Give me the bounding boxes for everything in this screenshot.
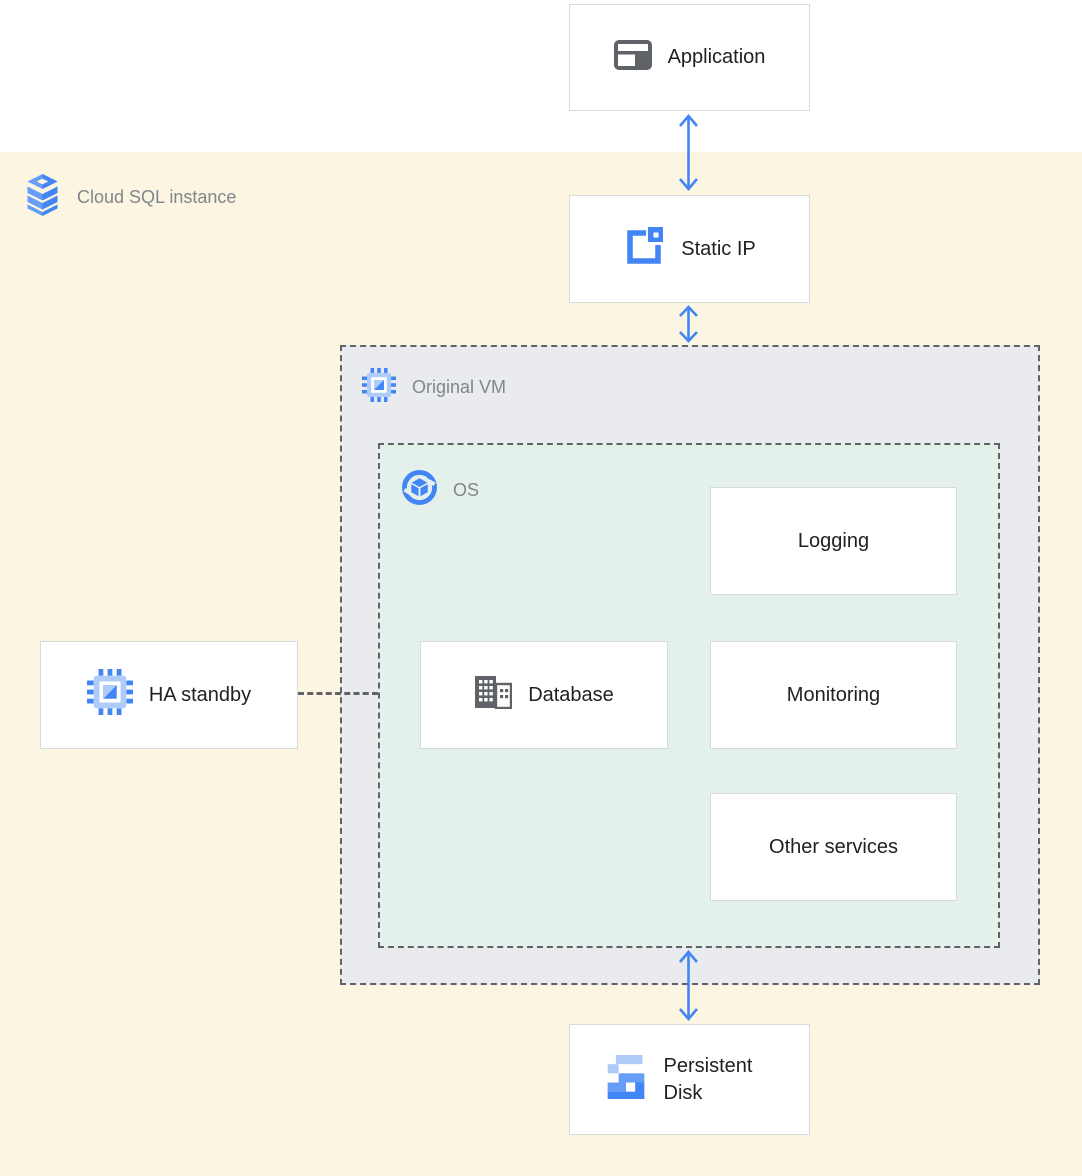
original-vm-label: Original VM bbox=[362, 368, 506, 407]
node-monitoring-label: Monitoring bbox=[786, 683, 881, 706]
top-white-band bbox=[0, 0, 1082, 152]
cloud-sql-instance-text: Cloud SQL instance bbox=[77, 187, 237, 207]
compute-engine-chip-icon bbox=[86, 669, 133, 721]
node-persistent-disk-label: Persistent Disk bbox=[663, 1054, 753, 1104]
node-persistent-disk: Persistent Disk bbox=[569, 1024, 810, 1135]
node-application: Application bbox=[569, 4, 810, 111]
static-ip-icon bbox=[623, 225, 665, 273]
arrow-staticip-vm bbox=[676, 305, 701, 348]
arrow-os-persistentdisk bbox=[676, 949, 701, 1027]
node-ha-standby-label: HA standby bbox=[148, 683, 252, 706]
compute-engine-chip-icon bbox=[362, 368, 396, 407]
cloud-sql-instance-label: Cloud SQL instance bbox=[24, 174, 236, 221]
node-logging-label: Logging bbox=[797, 529, 870, 552]
node-other-services: Other services bbox=[710, 793, 957, 901]
connector-ha-standby-dashed bbox=[298, 692, 378, 695]
original-vm-text: Original VM bbox=[412, 377, 507, 397]
arrow-application-staticip bbox=[676, 113, 701, 197]
node-static-ip: Static IP bbox=[569, 195, 810, 303]
persistent-disk-icon bbox=[604, 1052, 648, 1108]
application-window-icon bbox=[613, 39, 652, 76]
os-label: OS bbox=[402, 470, 479, 510]
os-text: OS bbox=[453, 479, 480, 500]
os-image-icon bbox=[402, 470, 437, 510]
node-application-label: Application bbox=[667, 46, 766, 68]
node-logging: Logging bbox=[710, 487, 957, 595]
node-database-label: Database bbox=[528, 683, 614, 706]
node-ha-standby: HA standby bbox=[40, 641, 298, 749]
node-static-ip-label: Static IP bbox=[681, 237, 756, 260]
database-building-icon bbox=[474, 675, 513, 715]
cloud-sql-icon bbox=[24, 174, 61, 221]
node-monitoring: Monitoring bbox=[710, 641, 957, 749]
node-database: Database bbox=[420, 641, 668, 749]
node-other-services-label: Other services bbox=[769, 835, 898, 858]
